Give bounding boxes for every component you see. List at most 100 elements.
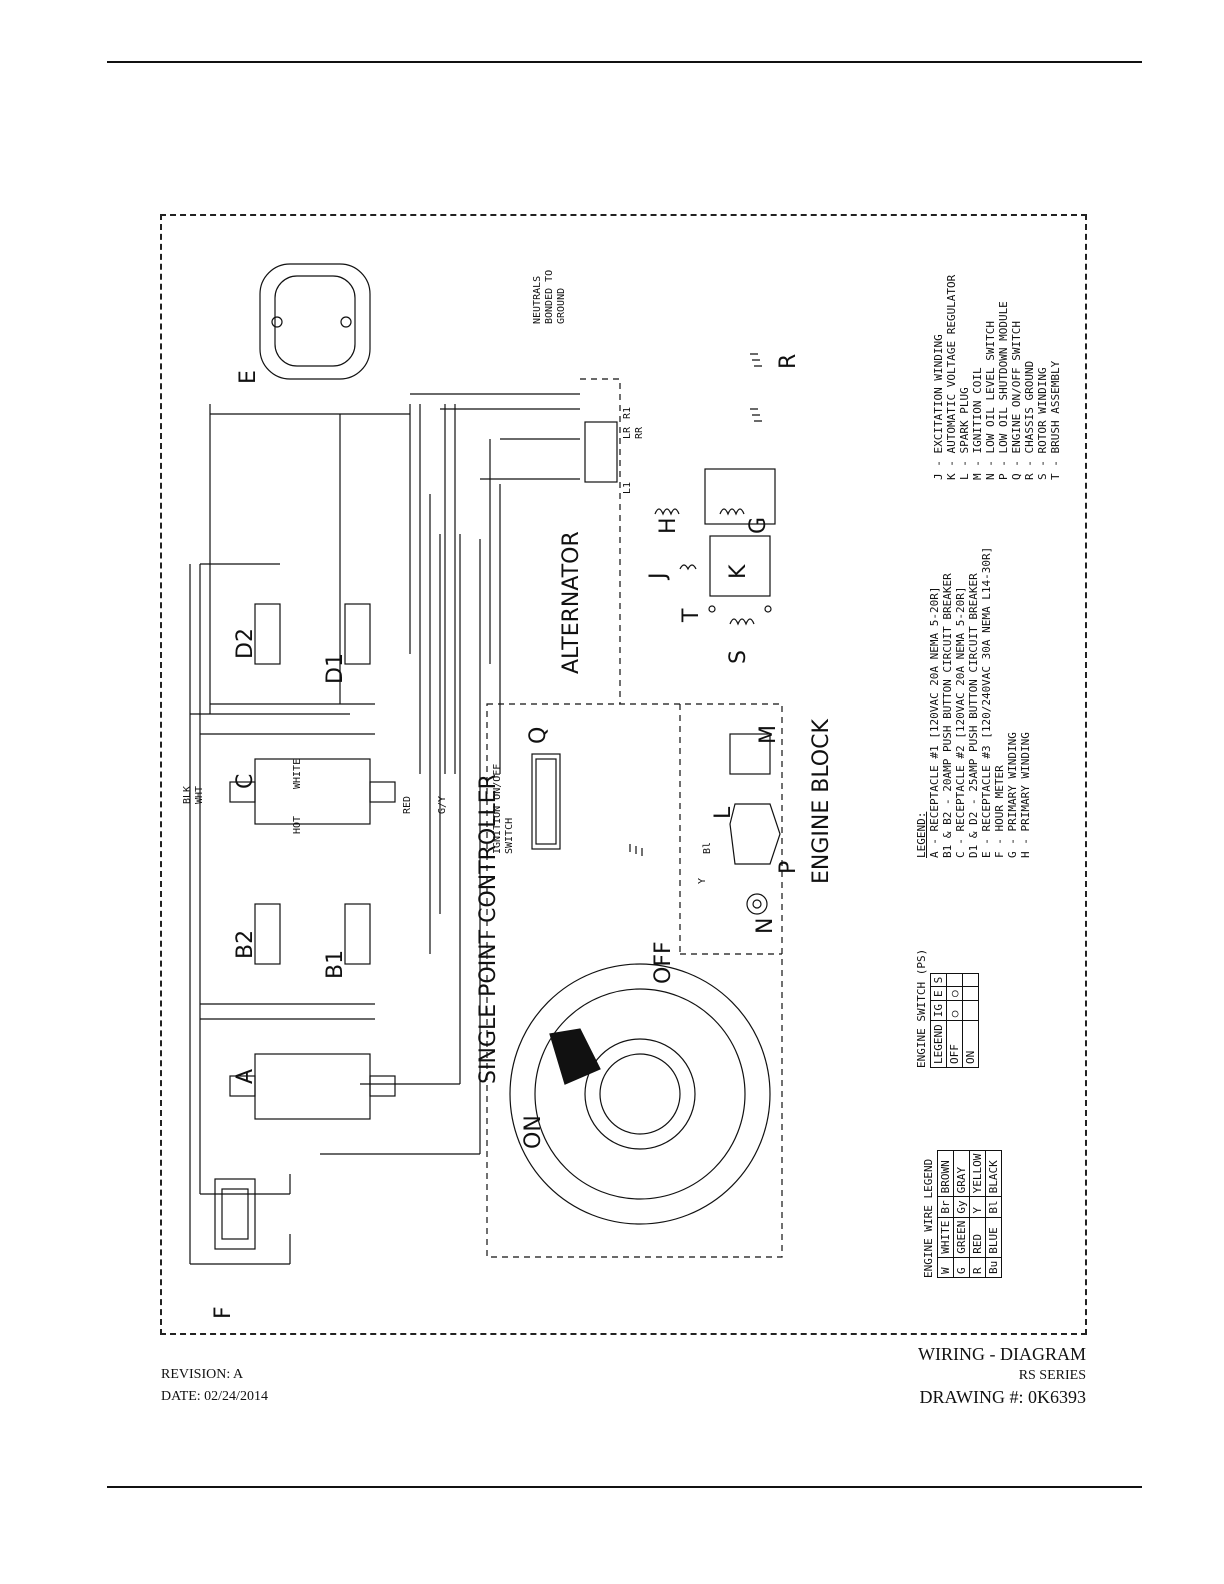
label-d1: D1 [323,653,348,684]
label-ignition-1: IGNITION ON/OFF [492,764,503,854]
label-red: RED [402,796,413,814]
alternator-parts [584,421,776,626]
label-h: H [656,517,681,534]
label-n: N [753,918,778,934]
engine-switch-col: E [930,986,947,1001]
revision-text: REVISION: A [161,1367,244,1382]
label-c: C [233,774,258,789]
drawing-title: WIRING - DIAGRAM [918,1344,1086,1364]
label-b1: B1 [323,950,348,979]
wire-color: WHITE [937,1217,954,1258]
legend-item: B1 & B2 - 20AMP PUSH BUTTON CIRCUIT BREA… [941,573,954,858]
region-boxes [486,378,783,1258]
label-hot: HOT [292,816,303,834]
series-text: RS SERIES [1018,1368,1086,1383]
label-gy: G/Y [437,796,448,814]
wire-color: RED [969,1217,986,1258]
label-g: G [746,517,771,534]
engine-switch-cell: ○ [946,1000,963,1021]
wire-code: Bu [985,1257,1002,1278]
receptacle-a [229,1053,396,1120]
wire-color: BLACK [985,1150,1002,1197]
legend-item: C - RECEPTACLE #2 [120VAC 20A NEMA 5-20R… [954,586,967,858]
diagram-labels: E D2 D1 C B2 B1 A F H G J K T S Q M L P … [182,270,834,1319]
engine-switch-row: OFF [946,1020,963,1068]
top-rule [107,61,1142,63]
legend-item: E - RECEPTACLE #3 [120/240VAC 30A NEMA L… [980,546,993,858]
label-off: OFF [651,941,676,984]
label-s: S [726,650,751,664]
engine-switch-cell [962,986,979,1001]
legend-item: J - EXCITATION WINDING [932,334,945,480]
label-white: WHITE [292,759,303,789]
spark-and-oil [729,733,781,915]
label-b2: B2 [233,930,258,959]
legend-item: K - AUTOMATIC VOLTAGE REGULATOR [945,274,958,480]
legend-title: LEGEND: [915,811,928,858]
label-rr: RR [634,426,645,439]
engine-switch-cell [962,973,979,987]
label-lr: LR [622,426,633,439]
label-l1: L1 [622,482,633,494]
legend-item: Q - ENGINE ON/OFF SWITCH [1010,321,1023,480]
label-neutrals-3: GROUND [556,288,567,324]
wiring-diagram: E D2 D1 C B2 B1 A F H G J K T S Q M L P … [182,263,834,1319]
receptacle-c [229,758,396,825]
bottom-rule [107,1486,1142,1488]
wire-runs [189,393,580,1265]
engine-switch-row: ON [962,1020,979,1068]
wire-color: GREEN [953,1217,970,1258]
engine-switch-cell [962,1000,979,1021]
wire-color: YELLOW [969,1150,986,1197]
engine-switch-title: ENGINE SWITCH (PS) [915,948,928,1068]
legend-item: N - LOW OIL LEVEL SWITCH [984,321,997,480]
engine-switch-cell: ○ [946,986,963,1001]
ground-symbols [629,353,762,856]
wire-code: Bl [985,1196,1002,1218]
wire-code: G [953,1257,970,1278]
legend-item: S - ROTOR WINDING [1036,367,1049,480]
wire-legend-title: ENGINE WIRE LEGEND [922,1158,935,1278]
hour-meter-f [214,1178,256,1250]
breaker-b1 [344,903,371,965]
label-wht: WHT [194,786,205,804]
legend-item: F - HOUR METER [993,765,1006,858]
wire-code: Y [969,1196,986,1218]
wire-code: Br [937,1196,954,1218]
engine-switch-legend: LEGEND [930,1020,947,1068]
wire-color: BLUE [985,1217,1002,1258]
wire-code: Gy [953,1196,970,1218]
engine-switch-col: S [930,973,947,987]
date-text: DATE: 02/24/2014 [161,1389,268,1404]
breaker-b2 [254,903,281,965]
label-r1: R1 [622,407,633,419]
label-m: M [756,725,781,744]
legend-item: M - IGNITION COIL [971,367,984,480]
receptacle-e [259,263,371,380]
label-e: E [236,370,261,384]
diagram-frame [160,214,1087,1335]
legend-item: G - PRIMARY WINDING [1006,732,1019,858]
label-l: L [711,806,736,819]
label-controller: SINGLE POINT CONTROLLER [476,774,501,1084]
legend-block: LEGEND: A - RECEPTACLE #1 [120VAC 20A NE… [915,547,1032,858]
label-alternator: ALTERNATOR [559,531,584,674]
legend-item: T - BRUSH ASSEMBLY [1049,360,1062,480]
label-d2: D2 [233,628,258,659]
label-f: F [211,1306,236,1319]
label-q: Q [526,727,551,744]
wire-color: BROWN [937,1150,954,1197]
legend-item: P - LOW OIL SHUTDOWN MODULE [997,301,1010,480]
label-bl: Bl [702,842,713,854]
legend-item: D1 & D2 - 25AMP PUSH BUTTON CIRCUIT BREA… [967,573,980,858]
breaker-d1 [344,603,371,665]
legend-item: H - PRIMARY WINDING [1019,732,1032,858]
ignition-switch-q [531,753,561,850]
label-t: T [679,608,704,623]
label-ignition-2: SWITCH [504,818,515,854]
label-a: A [233,1069,258,1084]
legend-item: R - CHASSIS GROUND [1023,360,1036,480]
drawing-number: DRAWING #: 0K6393 [919,1387,1086,1407]
breaker-d2 [254,603,281,665]
